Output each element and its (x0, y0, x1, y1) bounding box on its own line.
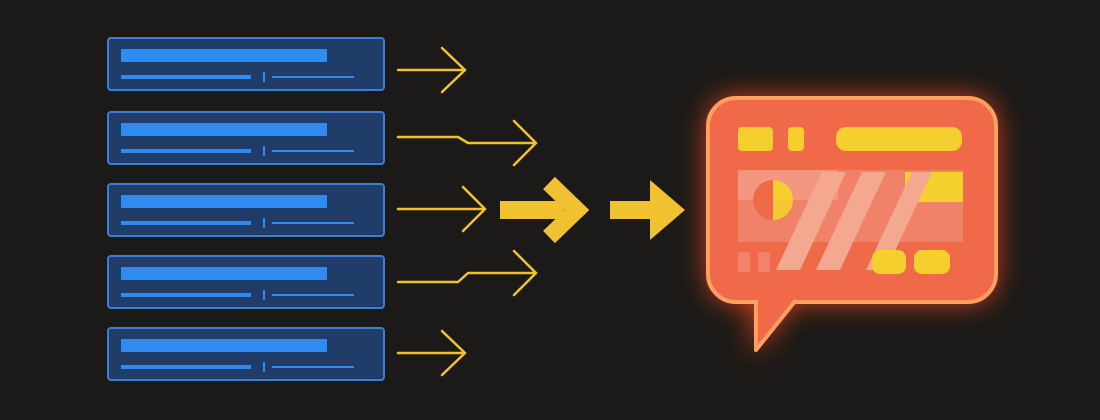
document-title-bar (121, 267, 327, 280)
document-title-bar (121, 339, 327, 352)
document-divider (263, 146, 265, 156)
document-divider (263, 72, 265, 82)
document-divider (263, 362, 265, 372)
document-divider (263, 290, 265, 300)
document-text-line (272, 294, 354, 296)
input-document-card (107, 111, 385, 165)
input-document-card (107, 327, 385, 381)
input-document-card (107, 183, 385, 237)
document-title-bar (121, 195, 327, 208)
document-text-line (272, 366, 354, 368)
document-text-line (272, 76, 354, 78)
bubble-text-line (872, 250, 906, 274)
document-text-line (272, 222, 354, 224)
thin-arrow-icon (396, 329, 467, 377)
document-text-line (121, 293, 251, 297)
thin-arrow-icon (396, 119, 538, 167)
document-text-line (121, 149, 251, 153)
bold-arrow-icon (500, 176, 590, 244)
document-title-bar (121, 123, 327, 136)
document-text-line (121, 365, 251, 369)
thin-arrow-icon (396, 249, 538, 297)
bubble-text-line (738, 127, 773, 151)
input-document-card (107, 255, 385, 309)
thin-arrow-icon (396, 185, 487, 233)
bubble-text-line (788, 127, 804, 151)
bold-arrow-icon (610, 180, 685, 240)
thin-arrow-icon (396, 46, 467, 94)
document-divider (263, 218, 265, 228)
document-text-line (121, 221, 251, 225)
bubble-text-line (836, 127, 962, 151)
document-text-line (272, 150, 354, 152)
speech-bubble-icon (706, 96, 998, 354)
bubble-text-line (914, 250, 950, 274)
document-title-bar (121, 49, 327, 62)
input-document-card (107, 37, 385, 91)
document-text-line (121, 75, 251, 79)
